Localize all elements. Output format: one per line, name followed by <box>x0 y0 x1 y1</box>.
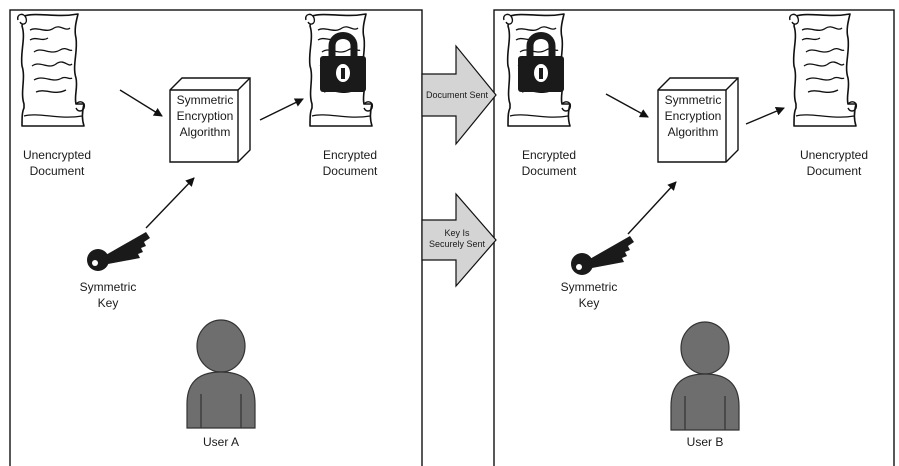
right-plain-doc-label-line1: Unencrypted <box>800 148 868 162</box>
svg-text:Unencrypted: Unencrypted <box>800 148 868 162</box>
left-enc-doc-label-line2: Document <box>323 164 378 178</box>
left-arrow-doc-to-algo <box>119 89 163 117</box>
document-sent-label: Document Sent <box>426 90 489 100</box>
document-sent-arrow <box>421 44 497 146</box>
svg-text:Symmetric: Symmetric <box>80 280 137 294</box>
svg-text:Encrypted: Encrypted <box>522 148 576 162</box>
svg-text:Key: Key <box>579 296 600 310</box>
user-a-label: User A <box>203 435 239 449</box>
svg-text:User B: User B <box>687 435 724 449</box>
left-enc-doc-label-line1: Encrypted <box>323 148 377 162</box>
right-key-icon <box>571 236 634 275</box>
right-arrow-doc-to-algo <box>605 93 649 118</box>
svg-text:Symmetric: Symmetric <box>177 93 234 107</box>
svg-text:Encrypted: Encrypted <box>323 148 377 162</box>
key-sent-label-line2: Securely Sent <box>429 239 486 249</box>
svg-text:Algorithm: Algorithm <box>668 125 719 139</box>
right-key-label-line2: Key <box>579 296 600 310</box>
left-arrow-key-to-algo <box>145 177 195 229</box>
left-key-label-line1: Symmetric <box>80 280 137 294</box>
right-arrow-key-to-algo <box>627 181 677 235</box>
user-b-icon <box>670 321 740 431</box>
right-enc-doc-label-line2: Document <box>522 164 577 178</box>
svg-text:Unencrypted: Unencrypted <box>23 148 91 162</box>
left-arrow-algo-to-encrypted <box>259 98 304 121</box>
svg-text:Algorithm: Algorithm <box>180 125 231 139</box>
svg-text:Document: Document <box>30 164 85 178</box>
svg-text:Encryption: Encryption <box>665 109 722 123</box>
svg-text:Document Sent: Document Sent <box>426 90 489 100</box>
right-algo-label-line1: Symmetric <box>665 93 722 107</box>
right-arrow-algo-to-plain <box>745 106 785 125</box>
user-b-label: User B <box>687 435 724 449</box>
svg-text:Document: Document <box>807 164 862 178</box>
svg-text:Encryption: Encryption <box>177 109 234 123</box>
svg-text:Key Is: Key Is <box>444 228 470 238</box>
right-key-label-line1: Symmetric <box>561 280 618 294</box>
left-algo-label-line1: Symmetric <box>177 93 234 107</box>
svg-text:Document: Document <box>323 164 378 178</box>
svg-text:Securely Sent: Securely Sent <box>429 239 486 249</box>
user-a-icon <box>186 319 256 429</box>
right-algo-label-line3: Algorithm <box>668 125 719 139</box>
left-key-label-line2: Key <box>98 296 119 310</box>
left-algo-label-line2: Encryption <box>177 109 234 123</box>
svg-text:Symmetric: Symmetric <box>561 280 618 294</box>
key-sent-arrow <box>421 192 497 288</box>
left-plain-document-icon <box>16 13 86 127</box>
left-algo-label-line3: Algorithm <box>180 125 231 139</box>
svg-text:User A: User A <box>203 435 239 449</box>
right-plain-document-icon <box>788 13 858 127</box>
svg-text:Document: Document <box>522 164 577 178</box>
key-sent-label-line1: Key Is <box>444 228 470 238</box>
right-plain-doc-label-line2: Document <box>807 164 862 178</box>
left-plain-doc-label-line1: Unencrypted <box>23 148 91 162</box>
left-key-icon <box>87 232 150 271</box>
left-plain-doc-label-line2: Document <box>30 164 85 178</box>
right-enc-doc-label-line1: Encrypted <box>522 148 576 162</box>
svg-text:Key: Key <box>98 296 119 310</box>
svg-text:Symmetric: Symmetric <box>665 93 722 107</box>
right-algo-label-line2: Encryption <box>665 109 722 123</box>
